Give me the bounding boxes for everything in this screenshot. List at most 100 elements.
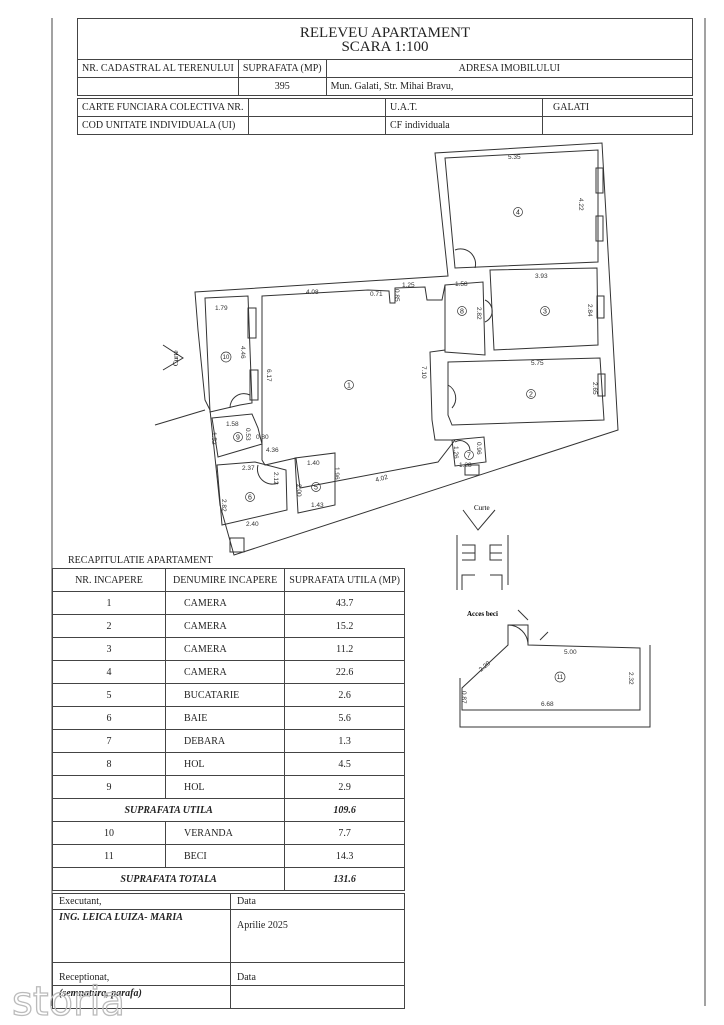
stairs-icon xyxy=(456,535,549,641)
room-numbers: 1 2 3 4 5 6 7 8 9 10 11 xyxy=(220,207,566,683)
room-8-outline xyxy=(444,281,486,356)
svg-text:2: 2 xyxy=(529,392,533,399)
room-9-outline xyxy=(211,413,263,458)
table-header: NR. INCAPERE DENUMIRE INCAPERE SUPRAFATA… xyxy=(52,568,405,592)
svg-text:2.65: 2.65 xyxy=(591,382,598,395)
svg-text:0.71: 0.71 xyxy=(370,291,383,298)
svg-text:10: 10 xyxy=(223,355,230,361)
table-cell: CAMERA xyxy=(164,591,286,615)
cf-table: CARTE FUNCIARA COLECTIVA NR. U.A.T. GALA… xyxy=(77,98,693,135)
totala-label: SUPRAFATA TOTALA xyxy=(51,867,286,891)
svg-text:1.25: 1.25 xyxy=(402,282,415,289)
acces-beci-label: Acces beci xyxy=(467,610,498,618)
svg-text:1.96: 1.96 xyxy=(333,467,340,480)
table-cell: BECI xyxy=(164,844,286,868)
svg-text:3.93: 3.93 xyxy=(535,273,548,280)
header-cell: SUPRAFATA UTILA (MP) xyxy=(284,568,405,592)
svg-text:0.53: 0.53 xyxy=(244,428,251,441)
room-marker: 5 xyxy=(311,482,321,492)
svg-text:3: 3 xyxy=(543,309,547,316)
svg-text:2.82: 2.82 xyxy=(475,307,482,320)
table-cell: 1.3 xyxy=(284,729,405,753)
table-cell: 4.5 xyxy=(284,752,405,776)
svg-text:5: 5 xyxy=(314,485,318,492)
table-cell: 2.6 xyxy=(284,683,405,707)
totala-value: 131.6 xyxy=(284,867,405,891)
svg-text:6.68: 6.68 xyxy=(541,701,554,708)
door-arc xyxy=(454,440,471,451)
svg-text:storia: storia xyxy=(12,979,125,1025)
table-cell: 5 xyxy=(52,683,166,707)
svg-text:6.17: 6.17 xyxy=(265,369,272,382)
svg-text:0.87: 0.87 xyxy=(460,691,467,704)
svg-text:5.00: 5.00 xyxy=(564,649,577,656)
svg-text:2.32: 2.32 xyxy=(627,672,634,685)
table-cell: 14.3 xyxy=(284,844,405,868)
room-7-outline xyxy=(451,436,487,467)
room-marker: 6 xyxy=(245,492,255,502)
outer-wall xyxy=(194,142,619,556)
table-cell: 15.2 xyxy=(284,614,405,638)
svg-text:0.96: 0.96 xyxy=(475,442,482,455)
table-cell: 2.9 xyxy=(284,775,405,799)
table-cell: 6 xyxy=(52,706,166,730)
room-5-outline xyxy=(294,452,336,514)
table-cell: HOL xyxy=(164,752,286,776)
recap-table: NR. INCAPERE DENUMIRE INCAPERE SUPRAFATA… xyxy=(51,568,405,891)
room-marker: 10 xyxy=(220,351,232,363)
door-arc xyxy=(507,624,529,646)
data2-label: Data xyxy=(230,962,405,986)
room-marker: 7 xyxy=(464,450,474,460)
table-cell: 10 xyxy=(52,821,166,845)
cf-value xyxy=(542,116,693,135)
room-10-outline xyxy=(204,295,253,413)
utila-value: 109.6 xyxy=(284,798,405,822)
table-cell: CAMERA xyxy=(164,614,286,638)
table-cell: 7.7 xyxy=(284,821,405,845)
room-1-outline xyxy=(261,284,457,489)
door-arc xyxy=(484,299,493,323)
svg-text:6: 6 xyxy=(248,495,252,502)
svg-text:1.79: 1.79 xyxy=(215,305,228,312)
svg-text:1.52: 1.52 xyxy=(210,432,217,445)
adresa-value: Mun. Galati, Str. Mihai Bravu, xyxy=(325,77,694,96)
storia-watermark-logo: storia xyxy=(11,978,125,1025)
room-marker: 8 xyxy=(457,306,467,316)
room-11-outline xyxy=(461,624,641,711)
table-cell: HOL xyxy=(164,775,286,799)
data2-value xyxy=(230,985,405,1009)
table-cell: 11.2 xyxy=(284,637,405,661)
svg-text:0.80: 0.80 xyxy=(256,434,269,441)
room-6-outline xyxy=(216,461,288,526)
room-marker: 2 xyxy=(526,389,536,399)
svg-text:1.43: 1.43 xyxy=(311,502,324,509)
svg-text:2.82: 2.82 xyxy=(220,499,227,512)
room-3-outline xyxy=(489,267,599,351)
room-2-outline xyxy=(447,357,605,426)
table-cell: VERANDA xyxy=(164,821,286,845)
table-cell: 7 xyxy=(52,729,166,753)
table-cell: 1 xyxy=(52,591,166,615)
table-cell: CAMERA xyxy=(164,660,286,684)
curte-label: Curte xyxy=(172,350,180,366)
door-arc xyxy=(256,464,279,485)
svg-text:4.46: 4.46 xyxy=(239,346,246,359)
svg-text:2.00: 2.00 xyxy=(295,484,302,497)
table-cell: 8 xyxy=(52,752,166,776)
svg-text:7.10: 7.10 xyxy=(420,366,427,379)
data-label: Data xyxy=(230,893,405,910)
dimension-labels: 5.35 4.22 3.93 2.84 5.75 2.65 1.58 2.82 … xyxy=(210,154,634,708)
table-cell: CAMERA xyxy=(164,637,286,661)
table-cell: BUCATARIE xyxy=(164,683,286,707)
